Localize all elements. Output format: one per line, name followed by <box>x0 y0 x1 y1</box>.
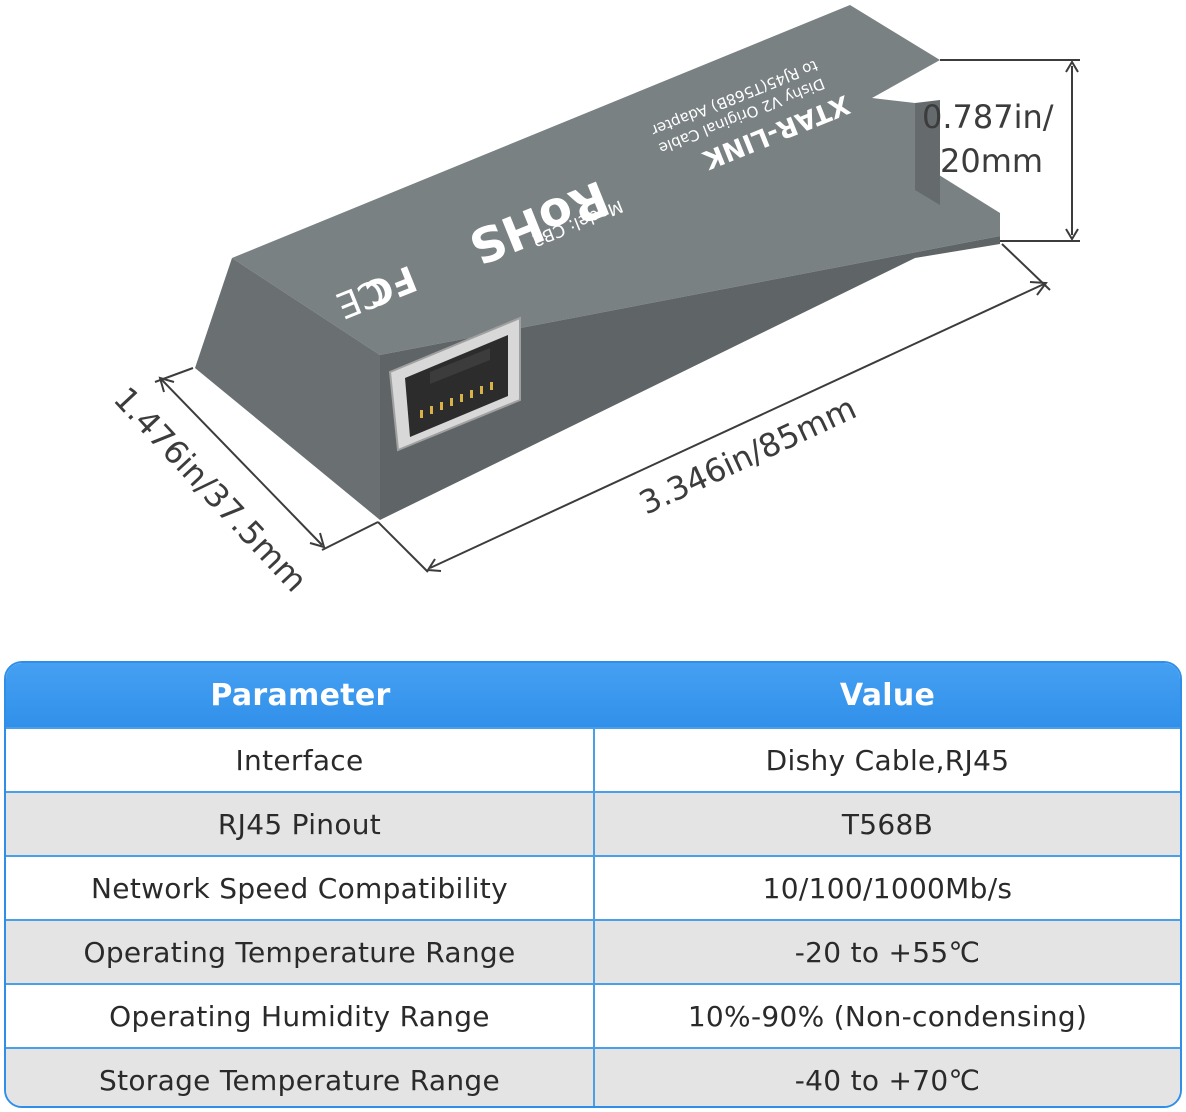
adapter-top-face <box>232 5 1000 355</box>
adapter-front-face <box>195 258 380 520</box>
rj45-port <box>388 316 521 452</box>
adapter-notch-face <box>915 100 940 205</box>
product-illustration: XTAR-LINK Dishy V2 Original Cable to RJ4… <box>106 5 1080 599</box>
parameter-cell: Network Speed Compatibility <box>6 857 595 919</box>
table-row: Operating Temperature Range -20 to +55℃ <box>6 919 1180 983</box>
table-row: Storage Temperature Range -40 to +70℃ <box>6 1047 1180 1106</box>
dimension-lines <box>154 59 1080 573</box>
value-cell: 10/100/1000Mb/s <box>762 871 1013 905</box>
value-cell: T568B <box>841 807 934 841</box>
parameter-cell: RJ45 Pinout <box>6 793 595 855</box>
table-row: Network Speed Compatibility 10/100/1000M… <box>6 855 1180 919</box>
height-dimension-line-1: 0.787in/ <box>922 98 1054 136</box>
header-parameter: Parameter <box>210 677 391 713</box>
parameter-cell: Interface <box>6 729 595 791</box>
parameter-cell: Storage Temperature Range <box>6 1049 595 1106</box>
parameter-cell: Operating Temperature Range <box>6 921 595 983</box>
table-row: RJ45 Pinout T568B <box>6 791 1180 855</box>
value-cell: Dishy Cable,RJ45 <box>765 743 1010 777</box>
header-value: Value <box>839 677 936 713</box>
spec-table: Parameter Value Interface Dishy Cable,RJ… <box>4 661 1182 1108</box>
value-cell: 10%-90% (Non-condensing) <box>687 999 1088 1033</box>
value-cell: -20 to +55℃ <box>794 935 981 969</box>
parameter-cell: Operating Humidity Range <box>6 985 595 1047</box>
table-row: Operating Humidity Range 10%-90% (Non-co… <box>6 983 1180 1047</box>
table-row: Interface Dishy Cable,RJ45 <box>6 727 1180 791</box>
value-cell: -40 to +70℃ <box>794 1063 981 1097</box>
table-header: Parameter Value <box>6 663 1180 727</box>
height-dimension-line-2: 20mm <box>940 142 1043 180</box>
length-dimension: 3.346in/85mm <box>633 389 862 523</box>
